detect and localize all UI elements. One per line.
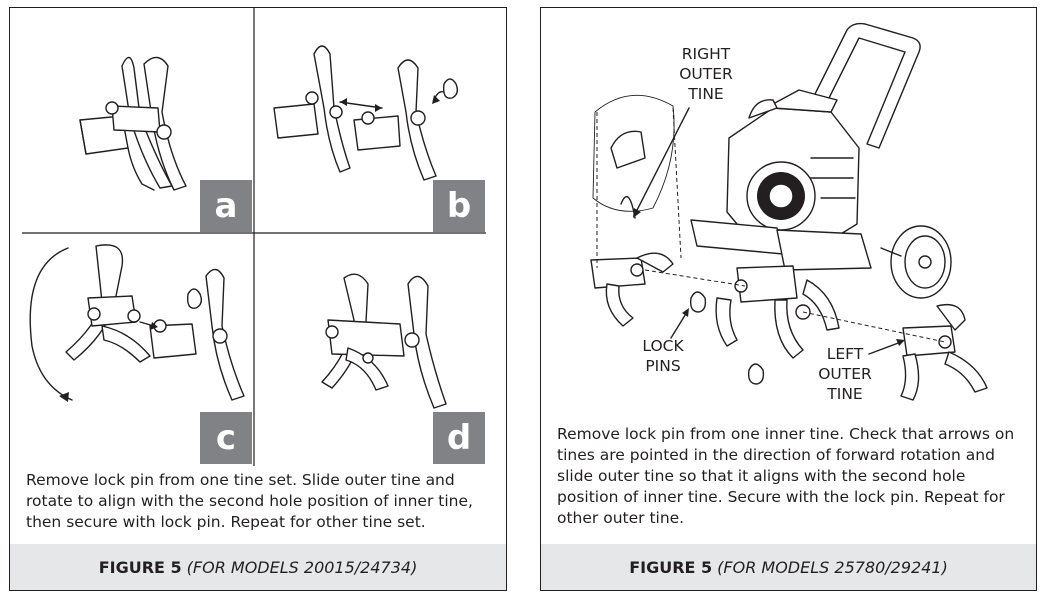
step-c-illustration [29, 244, 245, 402]
instruction-text: Remove lock pin from one tine set. Slide… [26, 471, 473, 531]
figure-label: FIGURE 5 [629, 557, 713, 577]
figure-caption: FIGURE 5 (FOR MODELS 25780/29241) [541, 544, 1036, 590]
step-a-illustration [79, 56, 187, 191]
figure-models: (FOR MODELS 25780/29241) [717, 557, 948, 577]
figure-label: FIGURE 5 [98, 557, 182, 577]
callout-right-outer-tine: RIGHT OUTER TINE [679, 45, 733, 103]
figure-models: (FOR MODELS 20015/24734) [186, 557, 418, 577]
figure-panel-models-25780-29241: RIGHT OUTER TINE LOCK PINS LEFT OUTER TI… [540, 7, 1037, 591]
tiller-illustration [590, 22, 988, 401]
instruction-text: Remove lock pin from one inner tine. Che… [557, 425, 1015, 527]
step-b-illustration [273, 45, 459, 181]
figure-caption: FIGURE 5 (FOR MODELS 20015/24734) [10, 544, 506, 590]
step-d-badge: d [433, 412, 485, 464]
callout-left-outer-tine: LEFT OUTER TINE [818, 345, 872, 403]
step-b-badge: b [433, 180, 485, 232]
step-c-badge: c [200, 412, 252, 464]
callout-lock-pins: LOCK PINS [642, 337, 684, 375]
step-grid-dividers [22, 8, 486, 466]
step-a-badge: a [200, 180, 252, 232]
figure-panel-models-20015-24734: a b c d Remove lock pin from one tine se… [9, 7, 507, 591]
step-d-illustration [321, 273, 447, 409]
